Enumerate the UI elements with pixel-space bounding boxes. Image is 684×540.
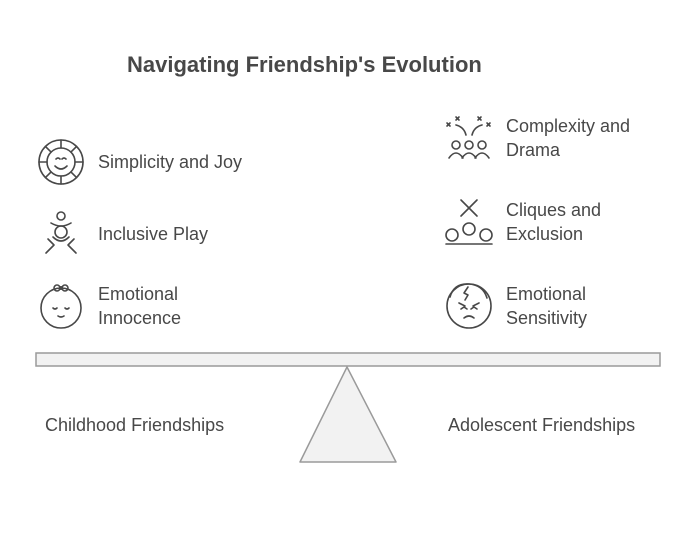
item-label: Emotional Innocence — [98, 284, 182, 328]
item-complexity-and-drama: Complexity and Drama — [444, 113, 666, 163]
item-label: Emotional Sensitivity — [506, 284, 588, 328]
upset-face-icon — [444, 281, 494, 331]
adolescent-friendships-label: Adolescent Friendships — [448, 415, 636, 435]
item-simplicity-and-joy: Simplicity and Joy — [36, 137, 258, 187]
seesaw-beam — [35, 352, 661, 367]
childhood-friendships-label: Childhood Friendships — [45, 415, 225, 435]
item-cliques-and-exclusion: Cliques and Exclusion — [444, 197, 666, 247]
child-playing-icon — [36, 209, 86, 259]
group-exclusion-icon — [444, 197, 494, 247]
item-inclusive-play: Inclusive Play — [36, 209, 258, 259]
item-label: Inclusive Play — [98, 224, 209, 244]
item-label: Simplicity and Joy — [98, 152, 243, 172]
item-label: Complexity and Drama — [506, 116, 631, 160]
group-conflict-icon — [444, 113, 494, 163]
baby-face-icon — [36, 281, 86, 331]
item-emotional-innocence: Emotional Innocence — [36, 281, 258, 331]
smiling-sun-icon — [36, 137, 86, 187]
seesaw-fulcrum — [299, 366, 397, 463]
item-emotional-sensitivity: Emotional Sensitivity — [444, 281, 666, 331]
item-label: Cliques and Exclusion — [506, 200, 602, 244]
diagram-title: Navigating Friendship's Evolution — [127, 52, 482, 77]
